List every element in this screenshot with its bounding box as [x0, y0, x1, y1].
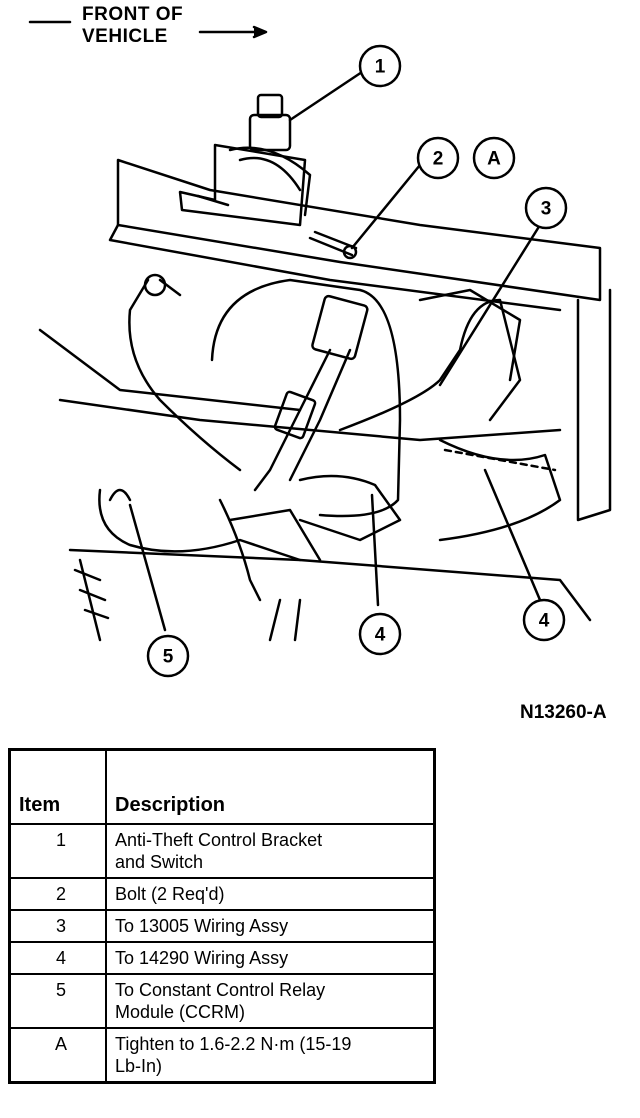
switch-body — [248, 113, 292, 152]
legend-description-cell: Anti-Theft Control Bracket and Switch — [105, 823, 436, 879]
lower-frame — [38, 328, 302, 412]
harness-4-center — [298, 474, 402, 542]
callout-1-label: 1 — [375, 57, 386, 78]
legend-header-description: Description — [105, 748, 436, 825]
legend-description-cell: To 14290 Wiring Assy — [105, 941, 436, 975]
legend-header-row: Item Description — [8, 748, 436, 825]
legend-description-cell: To 13005 Wiring Assy — [105, 909, 436, 943]
callout-A-circle — [472, 136, 516, 180]
table-row: 3 To 13005 Wiring Assy — [8, 909, 436, 943]
callout-A-label: A — [487, 149, 501, 170]
legend-item-cell: 1 — [8, 823, 107, 879]
front-label-line1: FRONT OF — [82, 4, 184, 25]
figure-id: N13260-A — [520, 702, 607, 723]
description-line: Module (CCRM) — [115, 1002, 246, 1022]
harness-4-right — [438, 438, 562, 542]
description-line: To 14290 Wiring Assy — [115, 948, 289, 968]
description-line: Bolt (2 Req'd) — [115, 884, 225, 904]
callout-3-circle — [524, 186, 568, 230]
legend-item-cell: 2 — [8, 877, 107, 911]
legend-item-cell: 4 — [8, 941, 107, 975]
ground-wire — [128, 278, 242, 472]
table-row: 1 Anti-Theft Control Bracket and Switch — [8, 823, 436, 879]
leader-1 — [288, 68, 367, 122]
callout-2-label: 2 — [433, 149, 444, 170]
callout-3-label: 3 — [541, 199, 552, 220]
callout-5-label: 5 — [163, 647, 174, 668]
connector-plug — [311, 294, 369, 361]
legend-description-cell: Bolt (2 Req'd) — [105, 877, 436, 911]
callout-4-right-circle — [522, 598, 566, 642]
callout-1-circle — [358, 44, 402, 88]
wire-bundle-5 — [98, 488, 302, 562]
leader-2 — [350, 163, 422, 250]
front-arrow-head — [252, 25, 268, 39]
legend-item-cell: 5 — [8, 973, 107, 1029]
callout-4-center-circle — [358, 612, 402, 656]
leader-4-center — [370, 493, 380, 607]
legend-description-cell: To Constant Control Relay Module (CCRM) — [105, 973, 436, 1029]
table-row: 4 To 14290 Wiring Assy — [8, 941, 436, 975]
legend-table: Item Description 1 Anti-Theft Control Br… — [8, 748, 436, 1084]
legend-item-cell: 3 — [8, 909, 107, 943]
table-row: 2 Bolt (2 Req'd) — [8, 877, 436, 911]
connector-outline — [210, 278, 402, 518]
leader-4-right — [483, 468, 542, 602]
callout-2-circle — [416, 136, 460, 180]
front-of-vehicle-label: FRONT OF VEHICLE — [82, 4, 183, 48]
callout-4-right-label: 4 — [539, 611, 550, 632]
table-row: A Tighten to 1.6-2.2 N·m (15-19 Lb-In) — [8, 1027, 436, 1084]
anti-theft-switch-diagram: 1 2 A 3 4 4 5 — [28, 20, 612, 678]
body-panel — [116, 158, 602, 302]
bolt-2 — [308, 230, 358, 257]
description-line: Anti-Theft Control Bracket — [115, 830, 323, 850]
description-line: Lb-In) — [115, 1056, 163, 1076]
harness-3 — [338, 298, 522, 432]
callout-4-center-label: 4 — [375, 625, 386, 646]
description-line: To Constant Control Relay — [115, 980, 326, 1000]
description-line: Tighten to 1.6-2.2 N·m (15-19 — [115, 1034, 352, 1054]
legend-description-cell: Tighten to 1.6-2.2 N·m (15-19 Lb-In) — [105, 1027, 436, 1084]
legend-header-item: Item — [8, 748, 107, 825]
description-line: To 13005 Wiring Assy — [115, 916, 289, 936]
callout-5-circle — [146, 634, 190, 678]
front-label-line2: VEHICLE — [82, 26, 168, 47]
legend-item-cell: A — [8, 1027, 107, 1084]
leader-3 — [438, 223, 542, 387]
leader-5 — [128, 503, 167, 632]
table-row: 5 To Constant Control Relay Module (CCRM… — [8, 973, 436, 1029]
description-line: and Switch — [115, 852, 204, 872]
